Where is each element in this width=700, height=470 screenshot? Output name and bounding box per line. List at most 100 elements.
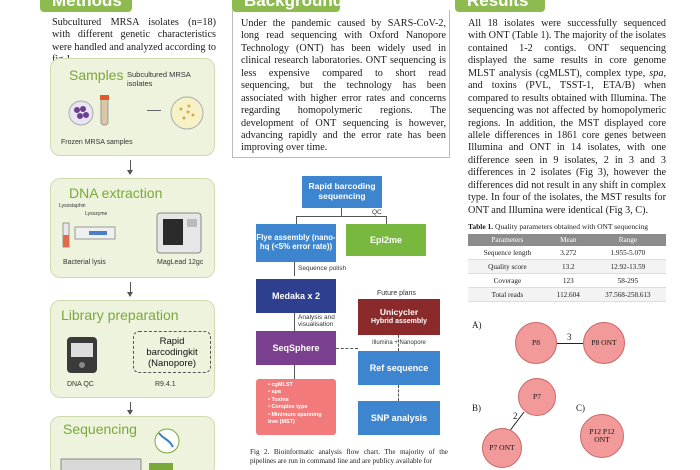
table-cell: Sequence length	[468, 246, 547, 260]
mst-node-p8: P8	[515, 322, 557, 364]
flow-flye-assembly: Flye assembly (nano-hq (<5% error rate))	[256, 224, 336, 262]
flow-output-box: • cgMLST• spa• Toxins• Complex type• Min…	[256, 379, 336, 435]
flow-dash-seqsphere-ref	[336, 348, 358, 349]
flow-output-item: • cgMLST	[268, 382, 293, 388]
table-cell: 3.272	[546, 246, 590, 260]
flow-cell-icon	[154, 428, 180, 454]
flow-line-left-down	[296, 216, 297, 224]
samples-title: Samples	[69, 67, 124, 83]
results-text-a: All 18 isolates were successfully sequen…	[468, 18, 666, 79]
table-cell: 1.955-5.070	[589, 246, 666, 260]
mst-node-p7: P7	[518, 378, 556, 416]
table-header-cell: Range	[589, 234, 666, 246]
flow-line-right-down	[386, 216, 387, 224]
mst-edge-a	[557, 343, 583, 344]
frozen-samples-icon	[68, 95, 109, 126]
dna-lysostaphin-label: Lysostaphin	[59, 203, 86, 209]
flow-epi2me: Epi2me	[346, 224, 426, 256]
table-cell: 123	[546, 273, 590, 288]
flow-output-list: • cgMLST• spa• Toxins• Complex type• Min…	[268, 382, 332, 427]
flow-arrow-2	[127, 282, 133, 297]
flow-unicycler: Unicycler Hybrid assembly	[358, 299, 440, 335]
table-header-cell: Parameters	[468, 234, 547, 246]
arrow-right	[147, 110, 161, 111]
flow-medaka: Medaka x 2	[256, 279, 336, 313]
table-caption-bold: Table 1.	[468, 222, 494, 231]
flow-caption-text: Fig 2. Bioinformatic analysis flow chart…	[250, 448, 448, 465]
mst-node-p7-ont: P7 ONT	[482, 428, 522, 468]
flow-arrow-3	[127, 402, 133, 415]
lysis-tubes-icon	[62, 222, 116, 248]
library-version-caption: R9.4.1	[155, 381, 176, 388]
petri-dish-icon	[170, 96, 204, 130]
table-cell: 13.2	[546, 259, 590, 274]
table-caption-text: Quality parameters obtained with ONT seq…	[493, 222, 648, 231]
samples-subtitle: Subcultured MRSA isolates	[127, 70, 191, 88]
mst-edge-b-label: 2	[513, 411, 518, 421]
flow-line-medaka-down	[294, 313, 295, 331]
results-header: Results	[455, 0, 545, 12]
dna-lysis-caption: Bacterial lysis	[63, 259, 106, 266]
background-header: Background	[232, 0, 343, 12]
mst-label-a: A)	[472, 320, 482, 330]
table-cell: Coverage	[468, 273, 547, 288]
sequencing-panel: Sequencing	[50, 416, 215, 470]
background-box	[232, 10, 450, 158]
flow-line-flye-down	[294, 262, 295, 276]
flow-arrow-1	[127, 160, 133, 175]
dna-lysozyme-label: Lysozyme	[85, 211, 108, 217]
table-cell: 37.568-258.613	[589, 287, 666, 302]
flow-ref-sequence: Ref sequence	[358, 351, 440, 385]
library-title: Library preparation	[61, 307, 179, 323]
background-text: Under the pandemic caused by SARS-CoV-2,…	[241, 18, 446, 154]
flow-unicycler-sub: Hybrid assembly	[370, 317, 428, 325]
flow-future-label: Future plans	[377, 290, 416, 297]
flow-polish-label: Sequence polish	[298, 265, 347, 272]
flow-line-rapid-down	[341, 208, 342, 216]
flow-caption: Fig 2. Bioinformatic analysis flow chart…	[250, 448, 448, 466]
flow-output-item: • Complex type	[268, 404, 308, 411]
library-panel: Library preparation Rapid barcodingkit (…	[50, 300, 215, 398]
qubit-device-icon	[67, 337, 97, 373]
table-cell: 58-295	[589, 273, 666, 288]
table-cell: Quality score	[468, 259, 547, 274]
flow-output-item: • spa	[268, 389, 281, 396]
dna-extraction-panel: DNA extraction Lysostaphin Lysozyme Bact…	[50, 178, 215, 278]
flow-dash-unicycler	[398, 335, 399, 351]
flow-rapid-barcoding: Rapid barcoding sequencing	[302, 176, 382, 208]
results-text-b: , and toxins (PVL, TSST-1, ETA/B) when c…	[468, 67, 666, 216]
samples-panel: Samples Subcultured MRSA isolates Frozen…	[50, 58, 215, 156]
flow-output-item: • Toxins	[268, 396, 289, 403]
flow-line-horizontal	[296, 216, 386, 217]
samples-caption: Frozen MRSA samples	[61, 139, 133, 146]
flow-analysis-label: Analysis and visualisation	[298, 314, 335, 329]
flow-snp-analysis: SNP analysis	[358, 401, 440, 435]
mst-node-p8-ont: P8 ONT	[583, 322, 625, 364]
table-cell: 12.92-13.59	[589, 259, 666, 274]
flow-dash-ref-down	[398, 385, 399, 401]
table-cell: 112.604	[546, 287, 590, 302]
mst-edge-a-label: 3	[567, 332, 572, 342]
results-text: All 18 isolates were successfully sequen…	[468, 18, 666, 217]
sequencer-device-icon	[60, 458, 173, 470]
flow-illumina-label: Illumina + Nanopore	[372, 340, 426, 346]
table-cell: Total reads	[468, 287, 547, 302]
sequencing-title: Sequencing	[63, 421, 137, 437]
dna-instrument-caption: MagLead 12gc	[157, 259, 204, 266]
mst-label-c: C)	[576, 403, 585, 413]
flow-unicycler-title: Unicycler	[379, 307, 419, 318]
dna-title: DNA extraction	[69, 185, 163, 201]
mst-node-p12: P12 P12 ONT	[580, 414, 624, 458]
library-qc-caption: DNA QC	[67, 381, 94, 388]
maglead-instrument-icon	[156, 212, 202, 254]
flow-line-seqsphere-down	[294, 365, 295, 379]
flow-output-item: • Minimum spanning tree (MST)	[268, 411, 322, 426]
flow-qc-label: QC	[372, 209, 382, 216]
kit-box	[133, 331, 211, 373]
results-spa: spa	[649, 67, 664, 79]
